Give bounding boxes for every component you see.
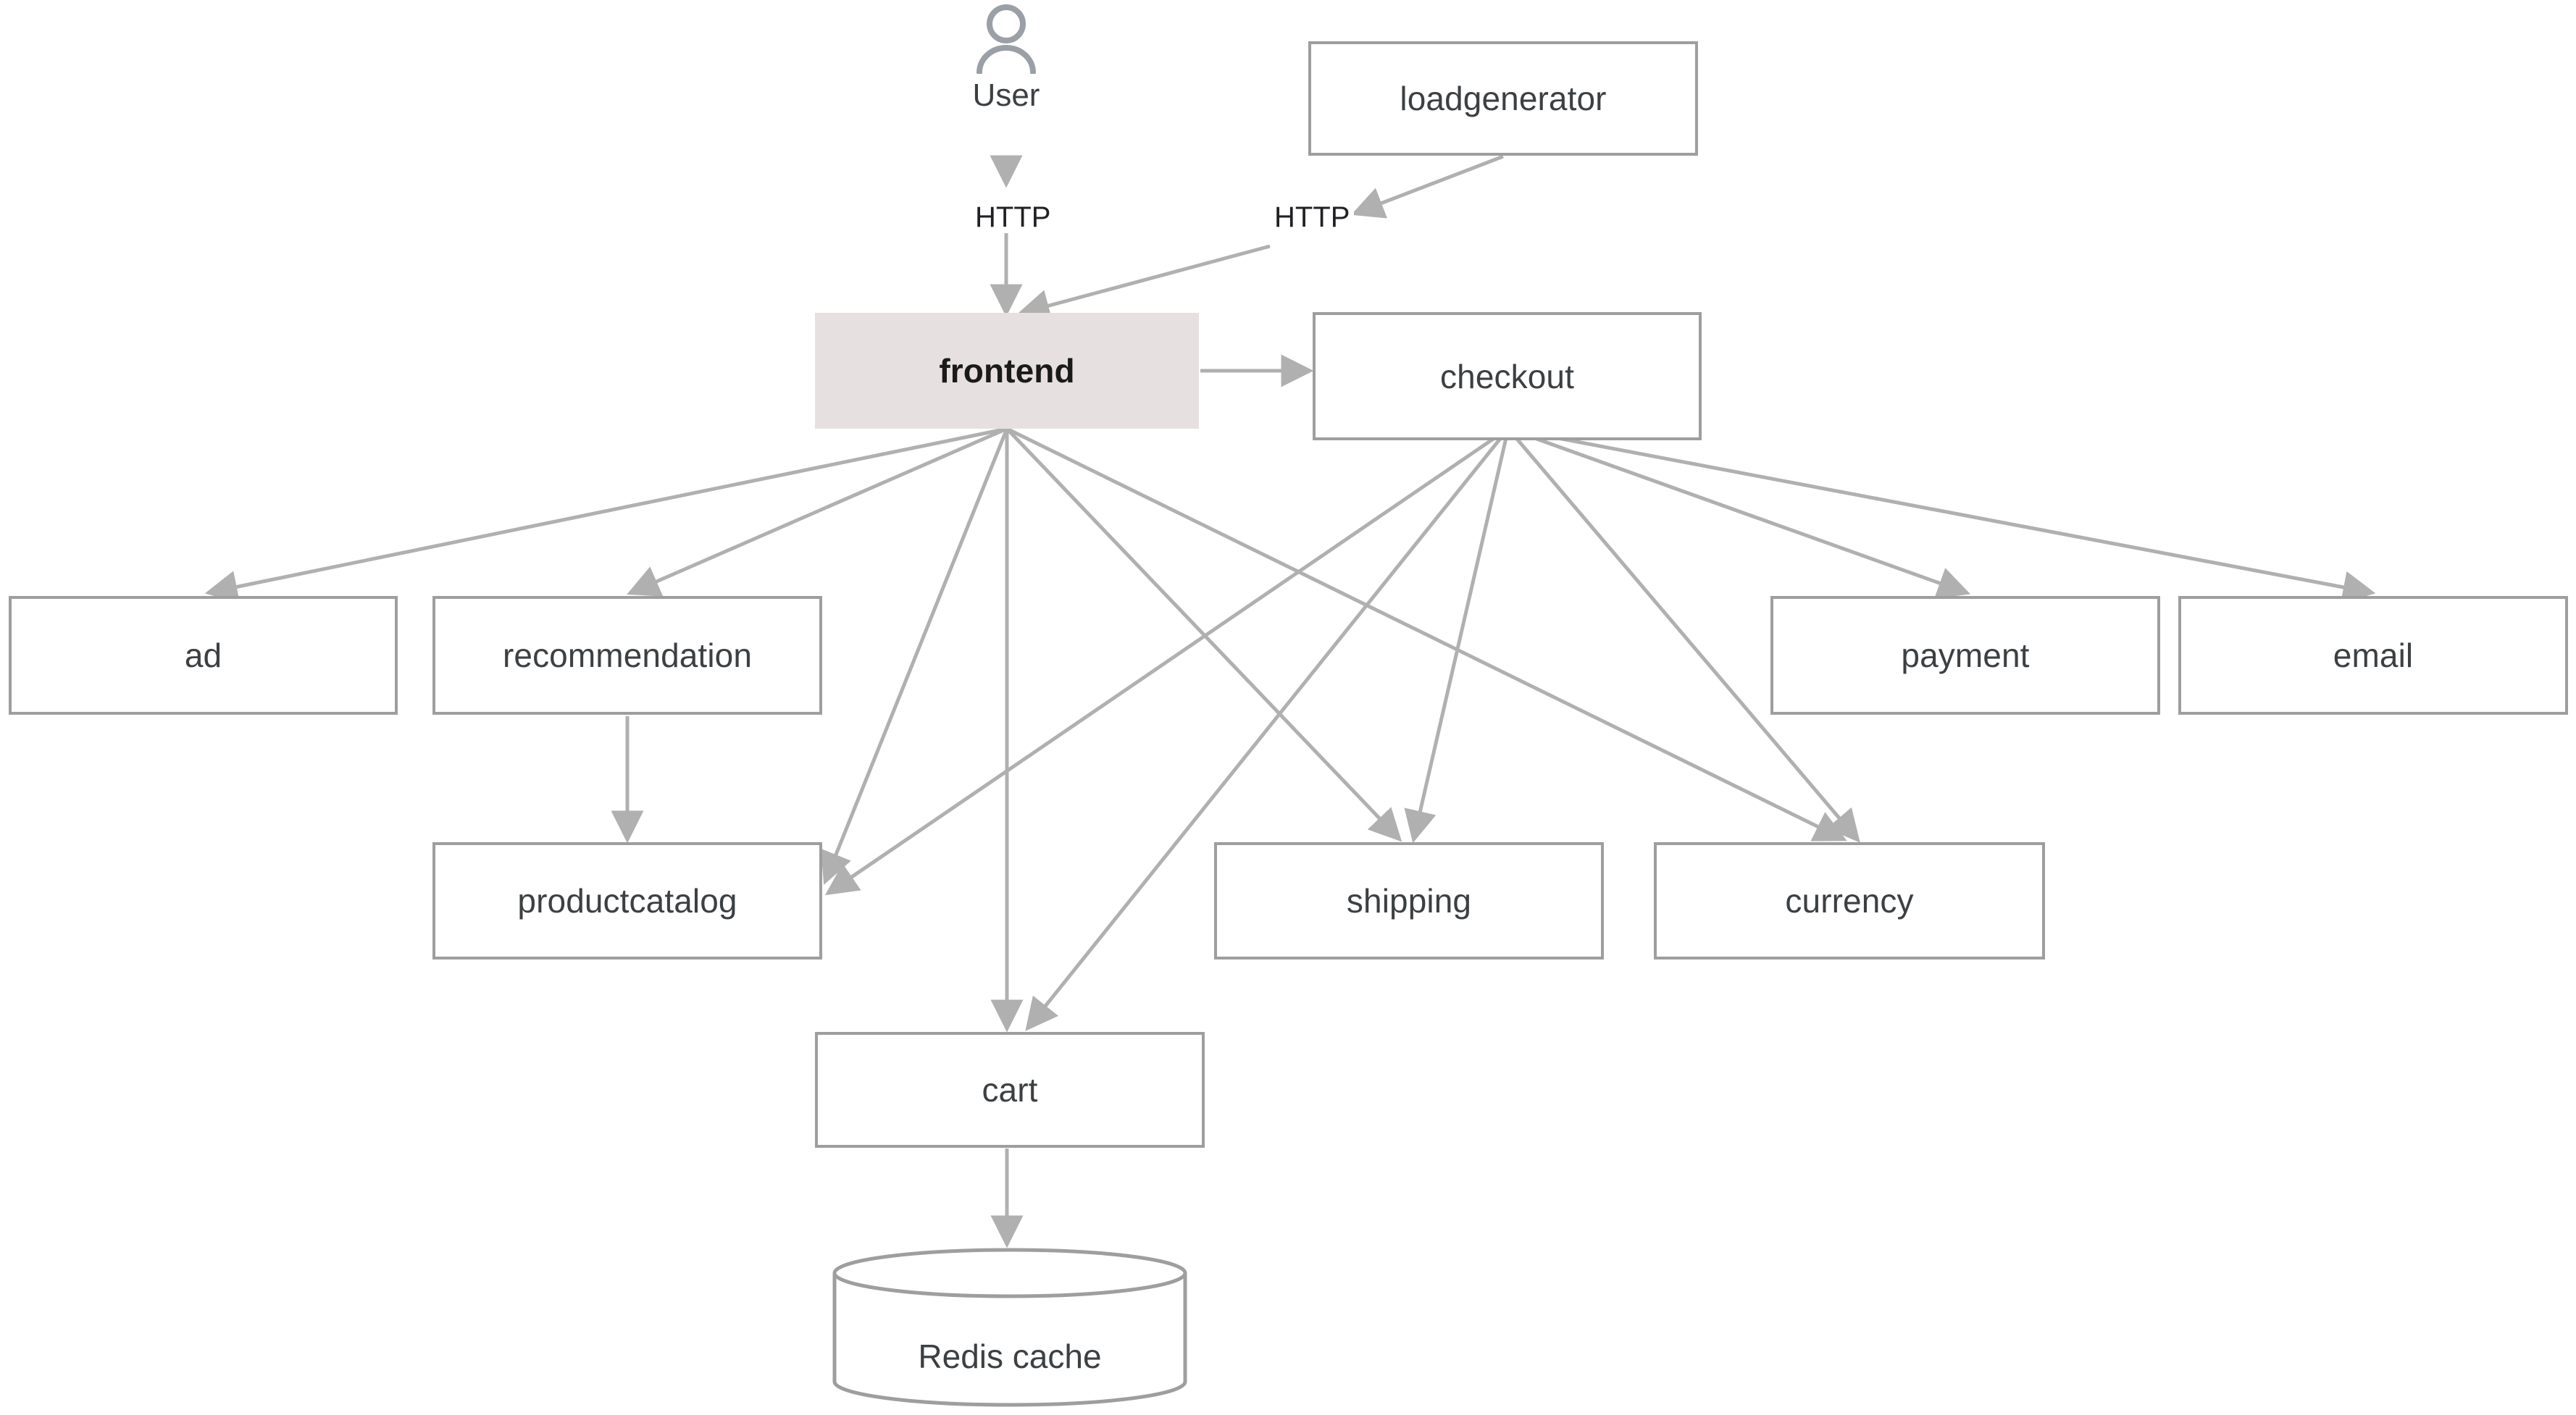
node-checkout[interactable]: checkout	[1313, 312, 1702, 440]
node-frontend[interactable]: frontend	[815, 313, 1199, 429]
node-productcatalog-label: productcatalog	[517, 882, 737, 920]
node-payment[interactable]: payment	[1770, 596, 2160, 715]
node-currency-label: currency	[1785, 882, 1914, 920]
user-icon	[977, 4, 1036, 74]
edge-loadgenerator-frontend	[1350, 154, 1504, 219]
node-email[interactable]: email	[2178, 596, 2568, 715]
node-email-label: email	[2333, 637, 2414, 674]
node-loadgenerator-label: loadgenerator	[1400, 80, 1607, 117]
edge-checkout-email	[1507, 427, 2376, 604]
edge-frontend-currency	[1005, 427, 1847, 841]
node-checkout-label: checkout	[1440, 357, 1574, 395]
node-cart[interactable]: cart	[815, 1032, 1205, 1148]
actor-user: User	[955, 3, 1058, 112]
node-rediscache-label: Redis cache	[918, 1338, 1102, 1375]
node-recommendation[interactable]: recommendation	[432, 596, 822, 715]
edge-frontend-ad	[204, 427, 1008, 603]
node-shipping[interactable]: shipping	[1214, 842, 1604, 960]
node-payment-label: payment	[1901, 637, 2030, 674]
actor-user-label: User	[972, 77, 1040, 113]
edge-frontend-productcatalog	[821, 428, 1009, 885]
node-ad-label: ad	[184, 637, 222, 674]
edge-label-http-user: HTTP	[971, 201, 1055, 233]
cylinder-shape	[832, 1248, 1187, 1407]
edge-frontend-shipping	[1005, 427, 1402, 842]
node-ad[interactable]: ad	[9, 596, 398, 715]
node-currency[interactable]: currency	[1654, 842, 2045, 960]
node-productcatalog[interactable]: productcatalog	[432, 842, 822, 960]
edge-label-http-loadgenerator: HTTP	[1270, 201, 1355, 233]
node-frontend-label: frontend	[939, 352, 1075, 390]
node-loadgenerator[interactable]: loadgenerator	[1308, 41, 1698, 156]
node-recommendation-label: recommendation	[502, 637, 753, 674]
node-cart-label: cart	[982, 1071, 1038, 1109]
edge-frontend-recommendation	[627, 427, 1008, 597]
node-shipping-label: shipping	[1346, 882, 1472, 920]
node-rediscache[interactable]: Redis cache	[832, 1247, 1188, 1408]
edge-loadgenerator-frontend-2	[1016, 244, 1271, 322]
edge-checkout-payment	[1507, 427, 1971, 599]
edge-checkout-productcatalog	[824, 427, 1510, 896]
edge-checkout-shipping	[1404, 428, 1510, 844]
